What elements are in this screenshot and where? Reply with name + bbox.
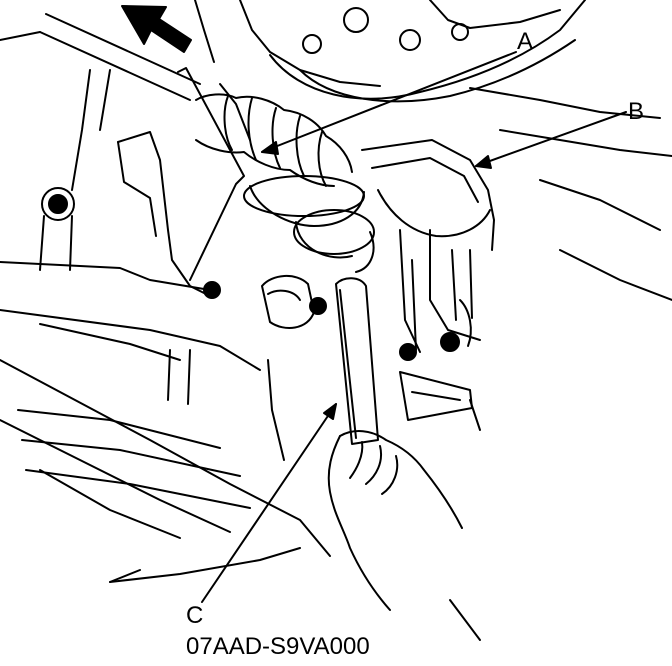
leader-line-c xyxy=(201,403,337,603)
lower-support xyxy=(0,261,481,583)
tie-rod xyxy=(0,13,201,101)
hand xyxy=(327,430,481,641)
bearing-housing xyxy=(361,139,495,361)
figure-id: 07AAD-S9VA000 xyxy=(186,633,370,660)
direction-arrow-icon xyxy=(121,5,192,53)
callout-a: A xyxy=(517,28,534,55)
boot-assembly xyxy=(195,93,375,273)
engine-body-outline xyxy=(194,0,672,301)
leader-line-b xyxy=(475,111,627,169)
left-bracket xyxy=(39,67,251,299)
leader-line-a xyxy=(261,51,517,155)
callout-c: C xyxy=(186,602,204,629)
breaker-bar xyxy=(335,277,379,445)
callout-b: B xyxy=(628,98,645,125)
